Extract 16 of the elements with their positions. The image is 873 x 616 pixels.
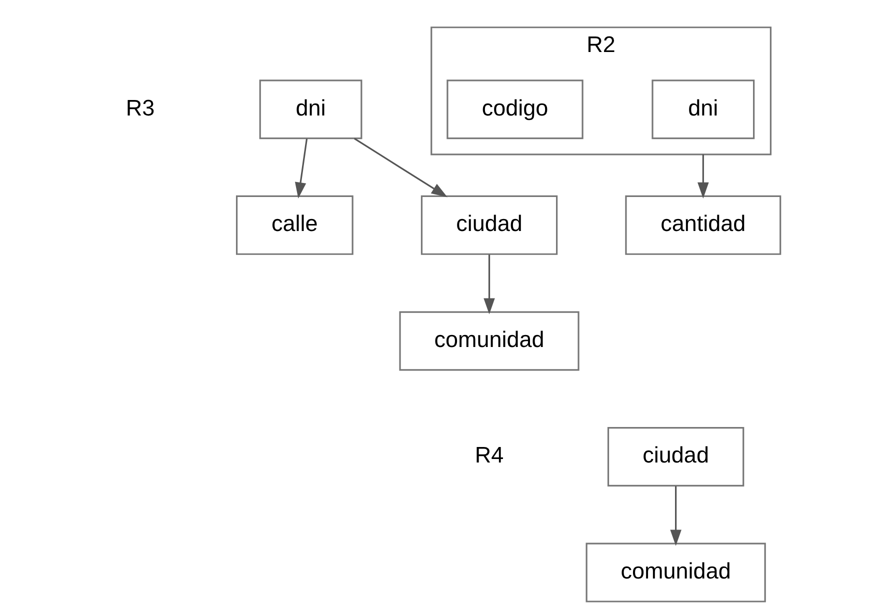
arrow bbox=[483, 254, 494, 314]
node-box: ciudad bbox=[420, 195, 558, 255]
node-box: ciudad bbox=[606, 427, 744, 486]
node-box: calle bbox=[235, 195, 353, 255]
label: R3 bbox=[125, 95, 154, 120]
node-box: comunidad bbox=[398, 311, 579, 371]
node-box: cantidad bbox=[624, 195, 781, 255]
label: R4 bbox=[474, 442, 504, 468]
arrow bbox=[354, 138, 447, 198]
arrow bbox=[670, 486, 681, 546]
node-box: dni bbox=[258, 80, 362, 140]
node-box: dni bbox=[651, 80, 754, 140]
arrow bbox=[294, 138, 308, 198]
arrow bbox=[697, 154, 708, 198]
node-box: comunidad bbox=[585, 542, 766, 602]
node-box: codigo bbox=[446, 80, 583, 140]
